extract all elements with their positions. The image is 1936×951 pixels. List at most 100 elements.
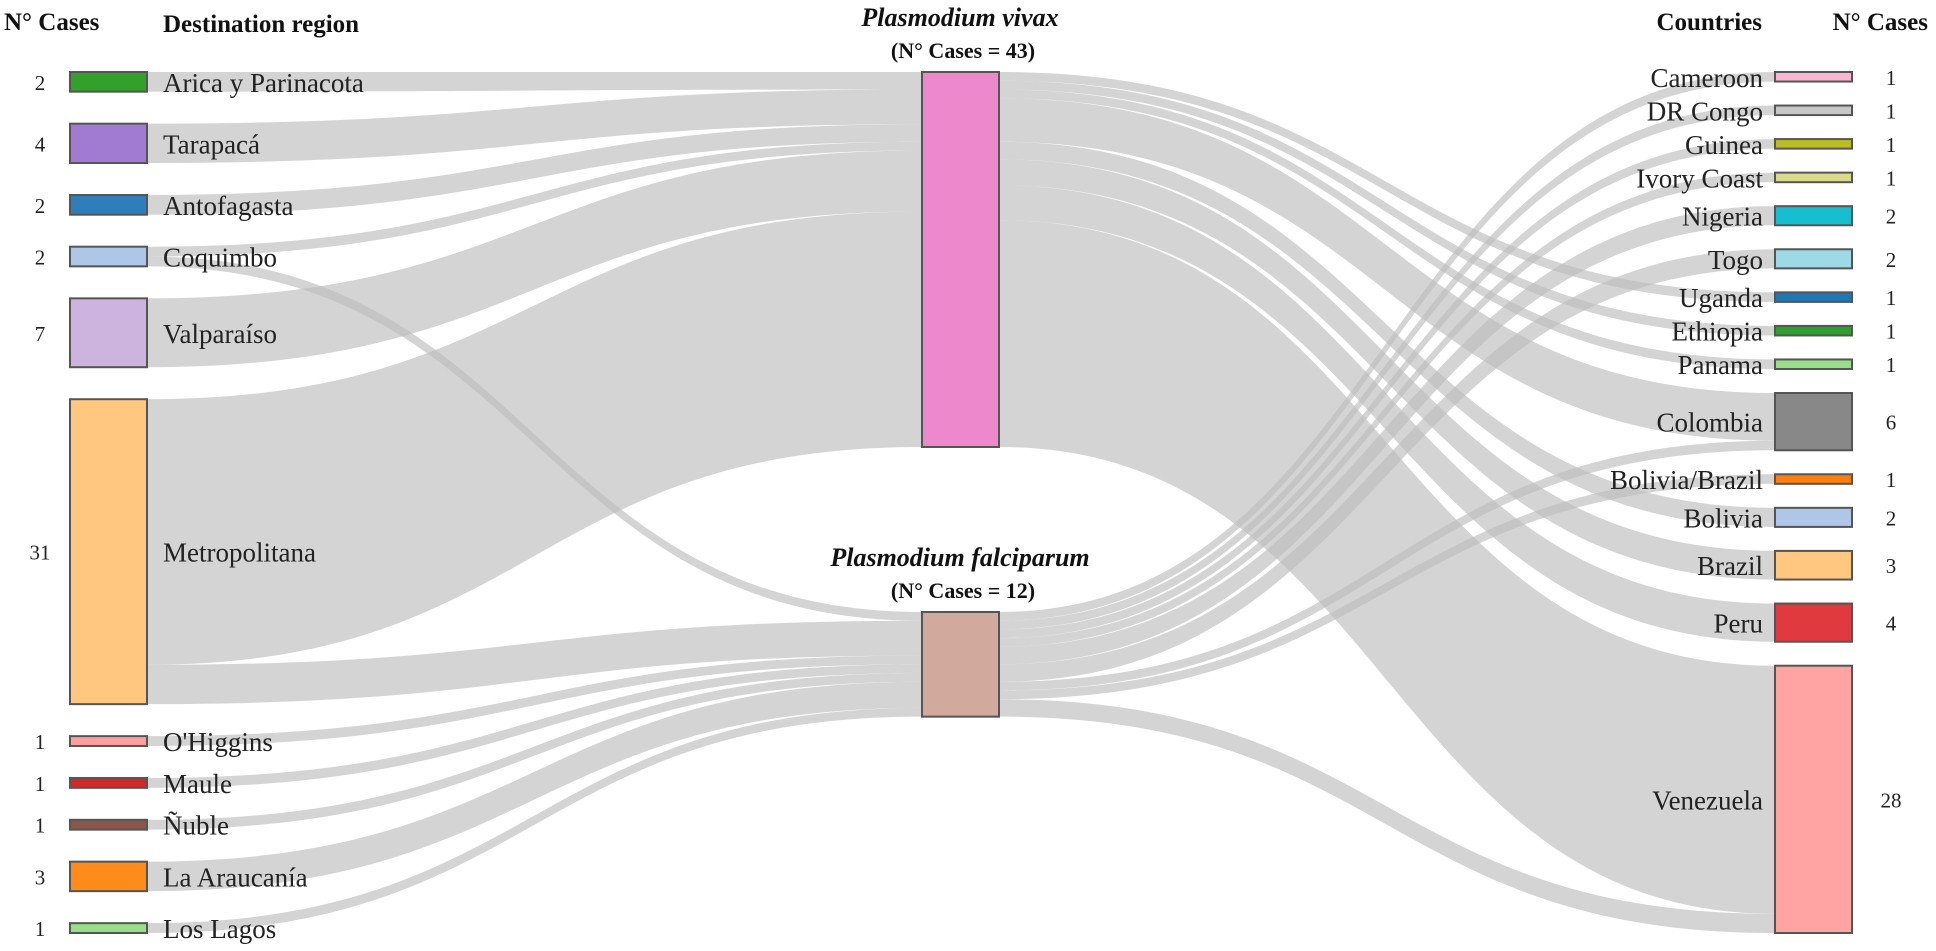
flow-arica-y-parinacota-vivax <box>147 72 922 92</box>
region-label-nuble: Ñuble <box>163 811 229 841</box>
country-count-uganda: 1 <box>1886 286 1897 310</box>
country-label-venezuela: Venezuela <box>1652 785 1763 815</box>
flow-vivax-ethiopia <box>999 80 1775 336</box>
node-region-antofagasta <box>69 194 148 216</box>
right-country-header: Countries <box>1656 9 1762 36</box>
country-label-uganda: Uganda <box>1679 283 1763 313</box>
country-count-dr-congo: 1 <box>1886 99 1897 123</box>
node-country-bolivia <box>1774 506 1853 528</box>
region-label-los-lagos: Los Lagos <box>163 914 276 944</box>
country-label-dr-congo: DR Congo <box>1647 96 1763 126</box>
region-count-la-araucania: 3 <box>35 865 46 889</box>
flow-metropolitana-falciparum <box>147 620 922 705</box>
country-count-bolivia: 2 <box>1886 506 1897 530</box>
flow-vivax-colombia <box>999 98 1775 441</box>
country-label-guinea: Guinea <box>1685 130 1763 160</box>
flow-falciparum-dr-congo <box>999 105 1775 630</box>
flow-la-araucania-falciparum <box>147 681 922 892</box>
country-label-nigeria: Nigeria <box>1682 202 1763 232</box>
country-label-bolivia-brazil: Bolivia/Brazil <box>1610 465 1763 495</box>
right-count-header: N° Cases <box>1833 9 1929 36</box>
flow-falciparum-nigeria <box>999 206 1775 665</box>
node-country-bolivia-brazil <box>1774 473 1853 485</box>
left-region-header: Destination region <box>163 11 359 38</box>
country-label-ivory-coast: Ivory Coast <box>1636 163 1763 193</box>
country-count-cameroon: 1 <box>1886 66 1897 90</box>
node-country-brazil <box>1774 549 1853 581</box>
flow-falciparum-ivory-coast <box>999 172 1775 647</box>
region-count-maule: 1 <box>35 772 46 796</box>
node-region-maule <box>69 776 148 789</box>
node-country-togo <box>1774 248 1853 270</box>
node-country-panama <box>1774 358 1853 371</box>
flow-layer <box>147 72 1775 933</box>
flow-nuble-falciparum <box>147 673 922 830</box>
country-count-panama: 1 <box>1886 353 1897 377</box>
flow-falciparum-colombia <box>999 440 1775 691</box>
region-label-o-higgins: O'Higgins <box>163 727 273 757</box>
flow-maule-falciparum <box>147 664 922 788</box>
falciparum-subtitle: (N° Cases = 12) <box>891 578 1035 603</box>
node-country-peru <box>1774 602 1853 643</box>
node-layer <box>69 71 1853 935</box>
flow-los-lagos-falciparum <box>147 707 922 933</box>
country-label-togo: Togo <box>1708 245 1763 275</box>
country-label-panama: Panama <box>1678 350 1763 380</box>
country-count-peru: 4 <box>1886 612 1897 636</box>
flow-metropolitana-vivax <box>147 211 922 665</box>
left-count-header: N° Cases <box>4 9 100 36</box>
node-region-o-higgins <box>69 735 148 747</box>
node-region-tarapaca <box>69 122 148 165</box>
region-count-valparaiso: 7 <box>35 322 46 346</box>
node-country-dr-congo <box>1774 104 1853 117</box>
country-count-ethiopia: 1 <box>1886 320 1897 344</box>
country-count-nigeria: 2 <box>1886 205 1897 229</box>
node-vivax <box>921 71 1000 448</box>
vivax-subtitle: (N° Cases = 43) <box>891 38 1035 63</box>
node-region-los-lagos <box>69 922 148 934</box>
country-count-bolivia-brazil: 1 <box>1886 468 1897 492</box>
country-count-ivory-coast: 1 <box>1886 166 1897 190</box>
country-count-brazil: 3 <box>1886 554 1897 578</box>
country-label-ethiopia: Ethiopia <box>1672 317 1763 347</box>
region-label-antofagasta: Antofagasta <box>163 191 293 221</box>
flow-falciparum-cameroon <box>999 72 1775 621</box>
flow-falciparum-bolivia-brazil <box>999 474 1775 700</box>
flow-vivax-panama <box>999 89 1775 369</box>
node-region-coquimbo <box>69 245 148 268</box>
flow-vivax-bolivia <box>999 141 1775 527</box>
country-count-venezuela: 28 <box>1881 788 1902 812</box>
country-count-togo: 2 <box>1886 248 1897 272</box>
region-label-coquimbo: Coquimbo <box>163 243 277 273</box>
region-count-arica-y-parinacota: 2 <box>35 71 46 95</box>
flow-valparaiso-vivax <box>147 150 922 368</box>
region-count-nuble: 1 <box>35 814 46 838</box>
country-label-brazil: Brazil <box>1697 551 1763 581</box>
region-count-tarapaca: 4 <box>35 132 46 156</box>
region-label-arica-y-parinacota: Arica y Parinacota <box>163 68 364 98</box>
region-count-los-lagos: 1 <box>35 917 46 941</box>
node-falciparum <box>921 611 1000 718</box>
node-country-colombia <box>1774 392 1853 452</box>
flow-coquimbo-vivax <box>147 141 922 257</box>
flow-antofagasta-vivax <box>147 124 922 215</box>
region-label-tarapaca: Tarapacá <box>163 129 260 159</box>
region-label-valparaiso: Valparaíso <box>163 319 277 349</box>
country-label-cameroon: Cameroon <box>1651 63 1764 93</box>
node-country-venezuela <box>1774 664 1853 935</box>
country-label-colombia: Colombia <box>1657 408 1764 438</box>
country-count-colombia: 6 <box>1886 411 1897 435</box>
node-country-ivory-coast <box>1774 171 1853 184</box>
region-label-la-araucania: La Araucanía <box>163 862 308 892</box>
node-country-guinea <box>1774 138 1853 150</box>
node-region-la-araucania <box>69 860 148 893</box>
node-region-valparaiso <box>69 297 148 369</box>
node-region-metropolitana <box>69 398 148 706</box>
flow-vivax-uganda <box>999 72 1775 302</box>
falciparum-title: Plasmodium falciparum <box>829 543 1089 572</box>
region-count-metropolitana: 31 <box>30 541 51 565</box>
region-label-metropolitana: Metropolitana <box>163 538 316 568</box>
flow-tarapaca-vivax <box>147 89 922 164</box>
flow-falciparum-togo <box>999 249 1775 682</box>
